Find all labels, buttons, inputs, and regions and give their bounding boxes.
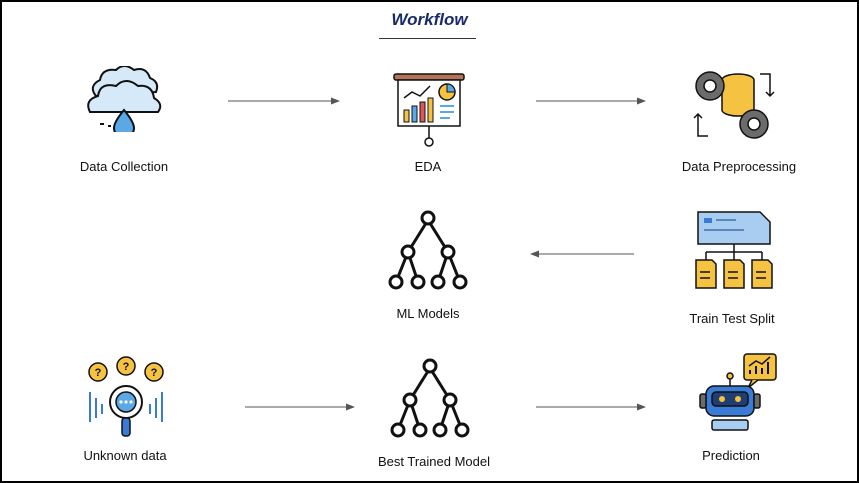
diagram-title: Workflow	[391, 10, 468, 29]
tree-network-icon	[390, 358, 470, 438]
tree-network-icon	[388, 210, 468, 290]
cloud-rain-icon	[87, 66, 162, 132]
split-documents-icon	[695, 211, 773, 289]
gears-database-icon	[693, 71, 775, 139]
presentation-board-icon	[393, 73, 465, 147]
node-label-best-trained-model: Best Trained Model	[377, 454, 490, 469]
arrow-unknown-data-to-best-trained-model	[245, 403, 355, 411]
svg-text:?: ?	[151, 367, 158, 379]
title-underline	[379, 38, 476, 39]
node-label-train-test-split: Train Test Split	[689, 311, 775, 326]
arrow-eda-to-data-preprocessing	[536, 97, 646, 105]
svg-text:?: ?	[95, 367, 102, 379]
magnifier-question-icon: ? ? ?	[88, 356, 164, 437]
node-label-ml-models: ML Models	[396, 306, 460, 321]
node-label-data-preprocessing: Data Preprocessing	[681, 159, 797, 174]
node-label-unknown-data: Unknown data	[83, 448, 167, 463]
arrow-data-collection-to-eda	[228, 97, 340, 105]
node-label-data-collection: Data Collection	[79, 159, 169, 174]
node-label-prediction: Prediction	[702, 448, 760, 463]
svg-text:?: ?	[123, 361, 130, 373]
arrow-best-trained-model-to-prediction	[536, 403, 646, 411]
robot-chart-icon	[699, 353, 777, 431]
node-label-eda: EDA	[414, 159, 442, 174]
arrow-train-test-split-to-ml-models	[530, 250, 634, 258]
